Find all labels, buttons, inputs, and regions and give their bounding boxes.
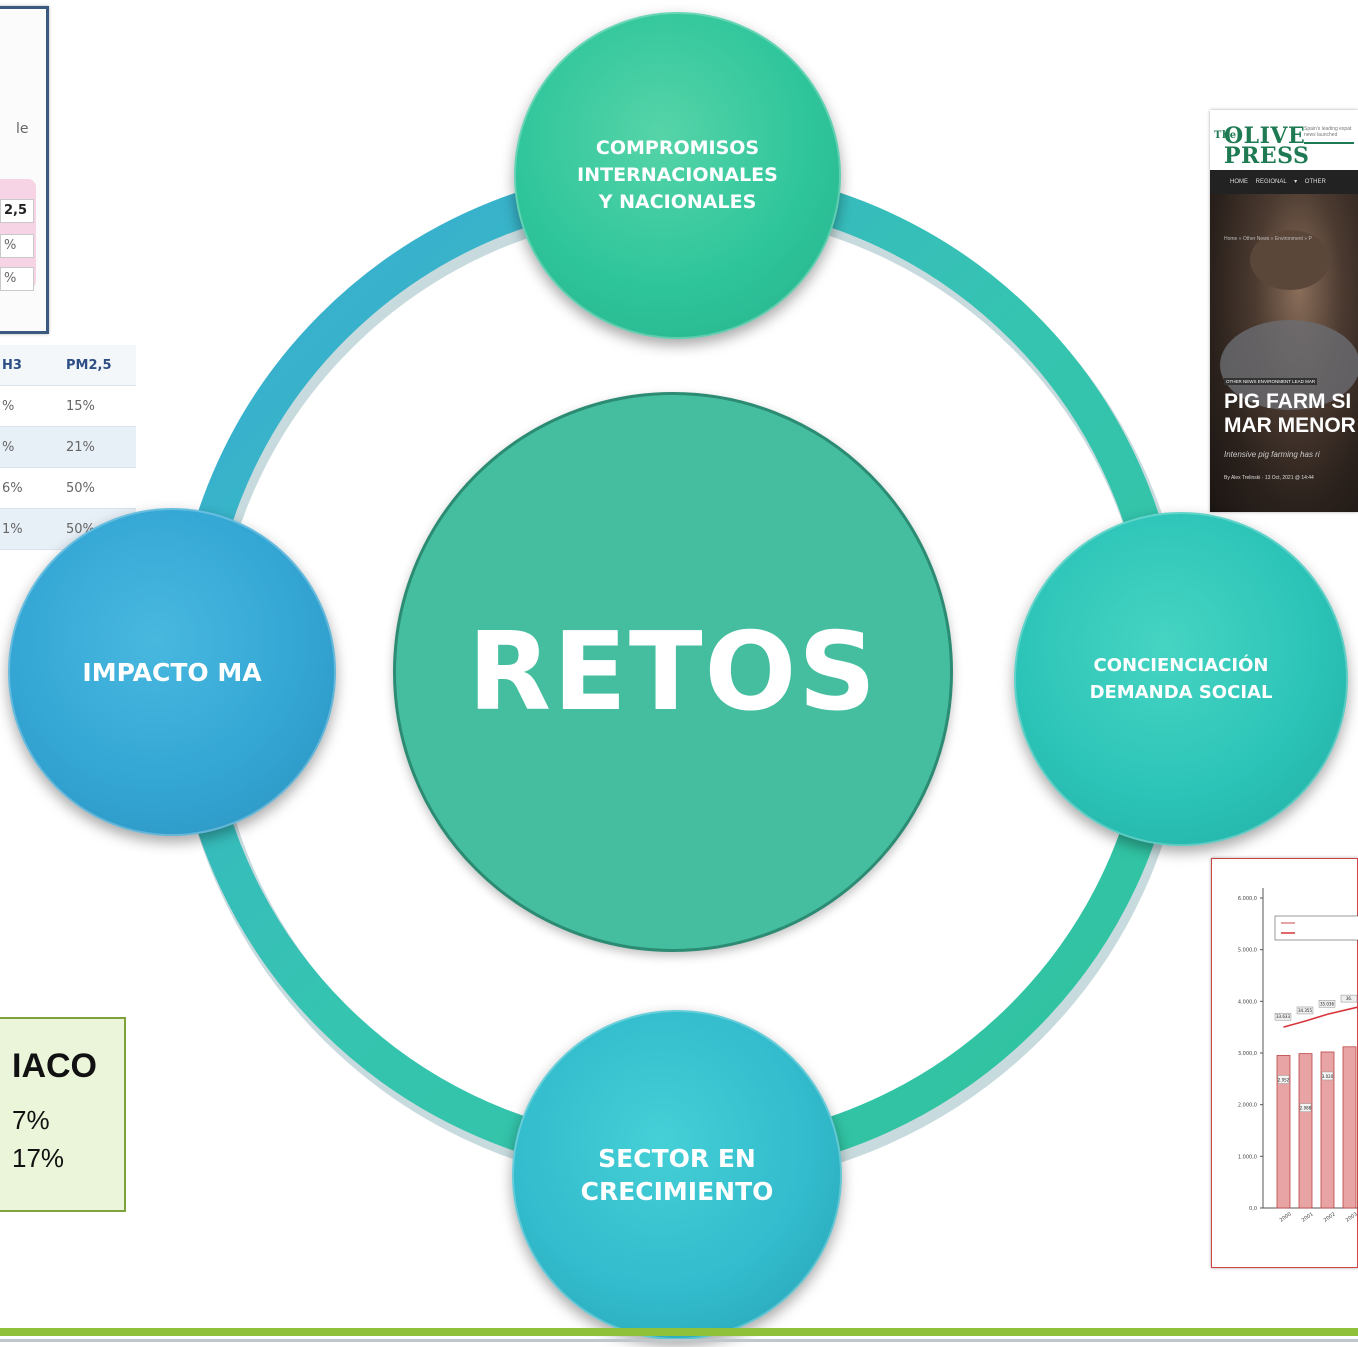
news-nav-bar: HOME REGIONAL ▾ OTHER [1210,170,1358,194]
document-thumbnail: le 2,5 % % [0,6,49,334]
chart-bar-label-box [1277,1075,1290,1084]
photo-detail [1250,230,1330,290]
table-header-cell: H3 [0,345,66,386]
news-headline: PIG FARM SI MAR MENOR [1224,390,1356,437]
chart-y-tick-label: 3.000,0 [1238,1051,1257,1057]
chart-legend-box [1274,915,1358,941]
chart-line-label-box [1296,1006,1314,1015]
chart-bar-label-box [1321,1071,1334,1081]
chart-line-label: 34.355 [1298,1008,1312,1013]
bar-chart-thumbnail: 0,0 1.000,0 2.000,0 3.000,0 4.000,0 5.000,0 6.… [1211,858,1358,1268]
chart-y-tick-label: 1.000,0 [1238,1154,1257,1160]
chart-y-tick-label: 6.000,0 [1238,896,1257,902]
chart-y-tick-label: 4.000,0 [1238,999,1257,1005]
chart-line-label: 35.036 [1320,1001,1334,1006]
news-article-thumbnail: The OLIVE PRESS Spain's leading expat ne… [1210,110,1358,512]
chart-bar [1320,1051,1335,1209]
table-cell: 50% [66,467,136,509]
chart-bar-label: 2.952 [1278,1077,1290,1082]
chart-line-label-box [1318,1000,1336,1008]
table-row: 6% 50% [0,467,136,509]
chart-bar [1276,1055,1291,1209]
chart-y-tick-label: 5.000,0 [1238,948,1257,954]
chart-bar [1298,1053,1313,1209]
table-cell: 15% [66,385,136,427]
chart-bar [1342,1046,1357,1209]
table-cell: % [0,385,66,427]
photo-detail [1220,320,1358,410]
document-cell: 2,5 [0,199,34,223]
table-row: % 15% [0,385,136,427]
table-header-cell: PM2,5 [66,345,136,386]
chart-line-label-box [1274,1012,1292,1021]
summary-line: 7% [12,1105,50,1135]
table-cell: 21% [66,426,136,468]
document-cell: % [0,234,34,258]
node-impacto-ma: IMPACTO MA [8,508,336,836]
table-row: % 21% [0,426,136,468]
summary-title: IACO [12,1047,97,1085]
table-cell: 1% [0,508,66,550]
footer-accent-line [0,1328,1358,1336]
chart-y-tick-label: 2.000,0 [1238,1103,1257,1109]
chart-line-label: 33.633 [1276,1014,1290,1019]
document-fragment-text: le [16,121,29,137]
footer-divider [0,1339,1358,1342]
chart-bar-label: 3.020 [1322,1074,1334,1079]
news-categories: OTHER NEWS ENVIRONMENT LEAD MAR [1224,378,1318,385]
table-cell: % [0,426,66,468]
node-sector-crecimiento: SECTOR EN CRECIMIENTO [512,1010,842,1340]
chart-line-label: 36. [1346,996,1352,1001]
center-retos: RETOS [393,392,953,952]
node-compromisos: COMPROMISOS INTERNACIONALES Y NACIONALES [514,12,841,339]
chart-bar-label-box [1299,1103,1312,1112]
chart-series-line [1283,1006,1358,1028]
olive-press-logo: The OLIVE PRESS [1214,123,1310,169]
news-subheadline: Intensive pig farming has ri [1224,450,1320,459]
document-cell: % [0,267,34,291]
news-byline: By Alex Trelinski · 13 Oct, 2021 @ 14:44 [1224,475,1314,481]
node-concienciacion: CONCIENCIACIÓN DEMANDA SOCIAL [1014,512,1348,846]
table-cell: 6% [0,467,66,509]
summary-box: IACO 7% 17% [0,1017,126,1212]
news-tagline: Spain's leading expat news launched [1304,126,1354,144]
summary-line: 17% [12,1143,65,1173]
chart-y-tick-label: 0,0 [1249,1206,1257,1212]
chart-line-label-box [1340,994,1358,1003]
chart-bar-label: 2.988 [1300,1106,1312,1111]
news-breadcrumb: Home » Other News » Environment » P [1224,236,1312,242]
table-header-row: H3 PM2,5 [0,345,136,386]
